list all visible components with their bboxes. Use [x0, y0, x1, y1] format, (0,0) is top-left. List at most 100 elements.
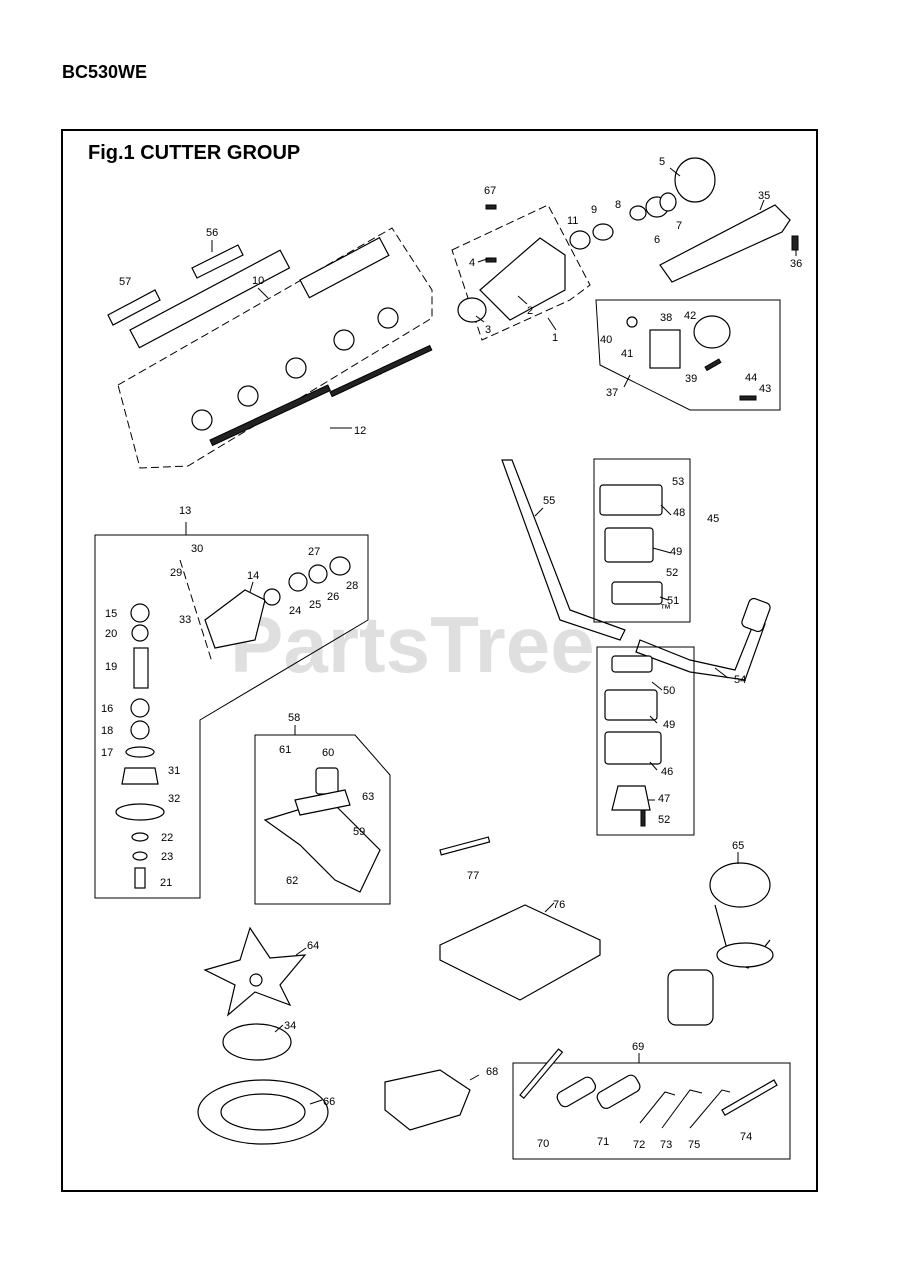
label-77: 77 — [467, 870, 479, 882]
watermark: PartsTree — [230, 600, 595, 689]
label-4: 4 — [469, 257, 475, 269]
shoulder-harness — [667, 862, 774, 1026]
label-74: 74 — [740, 1131, 752, 1143]
model-number: BC530WE — [62, 62, 148, 82]
label-27: 27 — [308, 546, 320, 558]
label-26: 26 — [327, 591, 339, 603]
handle-clamp-group — [595, 299, 781, 411]
label-52-lower: 52 — [658, 814, 670, 826]
label-52-upper: 52 — [666, 567, 678, 579]
handle-holder-lower-group — [596, 646, 695, 836]
label-63: 63 — [362, 791, 374, 803]
label-25: 25 — [309, 599, 321, 611]
label-66: 66 — [323, 1096, 335, 1108]
label-46: 46 — [661, 766, 673, 778]
label-29: 29 — [170, 567, 182, 579]
label-37: 37 — [606, 387, 618, 399]
label-47: 47 — [658, 793, 670, 805]
leader-lines — [185, 167, 797, 1105]
label-24: 24 — [289, 605, 301, 617]
label-51: 51 — [667, 595, 679, 607]
label-58: 58 — [288, 712, 300, 724]
label-49-lower: 49 — [663, 719, 675, 731]
label-33: 33 — [179, 614, 191, 626]
label-8: 8 — [615, 199, 621, 211]
label-22: 22 — [161, 832, 173, 844]
label-16: 16 — [101, 703, 113, 715]
label-44: 44 — [745, 372, 757, 384]
label-39: 39 — [685, 373, 697, 385]
protective-cover — [439, 904, 601, 1001]
label-32: 32 — [168, 793, 180, 805]
label-21: 21 — [160, 877, 172, 889]
label-76: 76 — [553, 899, 565, 911]
handle-holder-upper-group — [593, 458, 691, 623]
label-45: 45 — [707, 513, 719, 525]
label-69: 69 — [632, 1041, 644, 1053]
label-72: 72 — [633, 1139, 645, 1151]
label-28: 28 — [346, 580, 358, 592]
label-35: 35 — [758, 190, 770, 202]
label-36: 36 — [790, 258, 802, 270]
goggles — [384, 1069, 471, 1131]
bolt-36 — [791, 235, 799, 251]
gear-head-group — [94, 534, 369, 899]
label-3: 3 — [485, 324, 491, 336]
label-50: 50 — [663, 685, 675, 697]
label-9: 9 — [591, 204, 597, 216]
label-48: 48 — [673, 507, 685, 519]
right-handle-bar — [635, 619, 766, 681]
label-30: 30 — [191, 543, 203, 555]
blade-cup — [222, 1023, 292, 1061]
cable-tie — [439, 836, 491, 856]
label-18: 18 — [101, 725, 113, 737]
guard-group — [254, 734, 391, 905]
label-62: 62 — [286, 875, 298, 887]
tool-kit-group — [512, 1048, 791, 1160]
label-1: 1 — [552, 332, 558, 344]
label-5: 5 — [659, 156, 665, 168]
label-60: 60 — [322, 747, 334, 759]
label-11: 11 — [567, 215, 578, 227]
label-42: 42 — [684, 310, 696, 322]
label-10: 10 — [252, 275, 264, 287]
label-31: 31 — [168, 765, 180, 777]
label-54: 54 — [734, 674, 746, 686]
part-number-labels: 1 2 3 4 5 6 7 8 9 10 11 12 13 14 15 16 1… — [101, 156, 802, 1151]
label-71: 71 — [597, 1136, 609, 1148]
label-13: 13 — [179, 505, 191, 517]
label-12: 12 — [354, 425, 366, 437]
figure-frame — [61, 129, 818, 1192]
label-15: 15 — [105, 608, 117, 620]
label-14: 14 — [247, 570, 259, 582]
label-20: 20 — [105, 628, 117, 640]
label-49-upper: 49 — [670, 546, 682, 558]
handle-bracket — [659, 204, 791, 283]
label-64: 64 — [307, 940, 319, 952]
label-57: 57 — [119, 276, 131, 288]
left-handle-bar — [501, 459, 626, 641]
label-59: 59 — [353, 826, 365, 838]
label-75: 75 — [688, 1139, 700, 1151]
watermark-mark: ™ — [660, 603, 671, 615]
label-17: 17 — [101, 747, 113, 759]
four-tooth-blade — [203, 926, 307, 1017]
label-40: 40 — [600, 334, 612, 346]
label-2: 2 — [527, 305, 533, 317]
label-70: 70 — [537, 1138, 549, 1150]
figure-title: Fig.1 CUTTER GROUP — [88, 142, 301, 164]
label-34: 34 — [284, 1020, 296, 1032]
label-73: 73 — [660, 1139, 672, 1151]
label-19: 19 — [105, 661, 117, 673]
label-55: 55 — [543, 495, 555, 507]
label-43: 43 — [759, 383, 771, 395]
label-23: 23 — [161, 851, 173, 863]
label-41: 41 — [621, 348, 633, 360]
clutch-case-group — [451, 157, 716, 341]
shaft-assembly-group — [107, 227, 433, 469]
label-56: 56 — [206, 227, 218, 239]
label-38: 38 — [660, 312, 672, 324]
label-7: 7 — [676, 220, 682, 232]
label-6: 6 — [654, 234, 660, 246]
